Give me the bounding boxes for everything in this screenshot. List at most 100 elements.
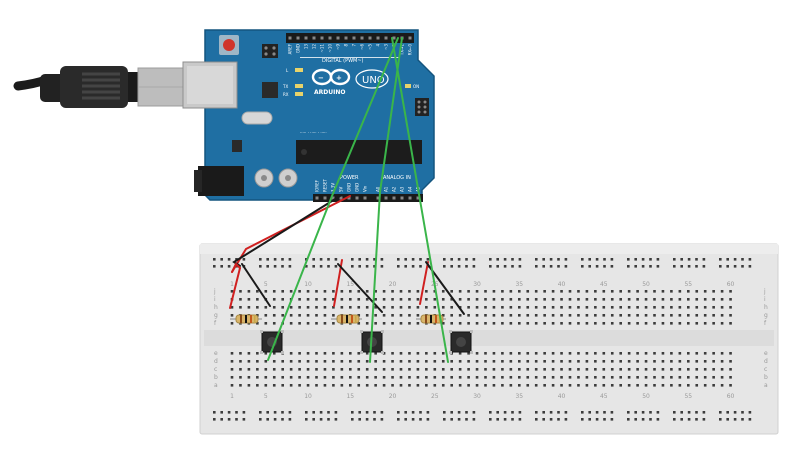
terminal-hole[interactable]	[619, 298, 622, 301]
terminal-hole[interactable]	[602, 360, 606, 363]
rail-hole[interactable]	[365, 411, 369, 414]
rail-hole[interactable]	[380, 411, 384, 414]
terminal-hole[interactable]	[687, 384, 690, 387]
terminal-hole[interactable]	[374, 384, 377, 387]
terminal-hole[interactable]	[526, 368, 530, 371]
terminal-hole[interactable]	[661, 314, 665, 317]
terminal-hole[interactable]	[272, 306, 276, 309]
terminal-hole[interactable]	[247, 368, 251, 371]
terminal-hole[interactable]	[720, 376, 724, 379]
terminal-hole[interactable]	[247, 306, 251, 309]
rail-hole[interactable]	[542, 265, 545, 268]
rail-hole[interactable]	[319, 418, 323, 421]
terminal-hole[interactable]	[450, 306, 453, 309]
terminal-hole[interactable]	[425, 306, 428, 309]
terminal-hole[interactable]	[289, 322, 293, 325]
terminal-hole[interactable]	[670, 384, 673, 387]
terminal-hole[interactable]	[661, 322, 665, 325]
rail-hole[interactable]	[588, 411, 591, 414]
terminal-hole[interactable]	[408, 306, 411, 309]
rail-hole[interactable]	[610, 258, 614, 261]
terminal-hole[interactable]	[357, 290, 361, 293]
terminal-hole[interactable]	[298, 306, 301, 309]
rail-hole[interactable]	[603, 265, 606, 268]
rail-hole[interactable]	[656, 265, 660, 268]
terminal-hole[interactable]	[560, 368, 563, 371]
terminal-hole[interactable]	[568, 314, 572, 317]
rail-hole[interactable]	[719, 418, 722, 421]
terminal-hole[interactable]	[627, 360, 631, 363]
rail-hole[interactable]	[404, 418, 407, 421]
terminal-hole[interactable]	[644, 322, 648, 325]
terminal-hole[interactable]	[433, 352, 437, 355]
rail-hole[interactable]	[489, 258, 492, 261]
terminal-hole[interactable]	[636, 352, 639, 355]
terminal-hole[interactable]	[349, 360, 352, 363]
terminal-hole[interactable]	[408, 384, 411, 387]
terminal-hole[interactable]	[408, 360, 411, 363]
rail-hole[interactable]	[242, 418, 246, 421]
terminal-hole[interactable]	[492, 298, 496, 301]
terminal-hole[interactable]	[399, 314, 403, 317]
terminal-hole[interactable]	[382, 306, 386, 309]
rail-hole[interactable]	[542, 411, 545, 414]
terminal-hole[interactable]	[610, 306, 614, 309]
rail-hole[interactable]	[733, 411, 737, 414]
rail-hole[interactable]	[496, 258, 499, 261]
rail-hole[interactable]	[649, 418, 652, 421]
rail-hole[interactable]	[634, 265, 637, 268]
terminal-hole[interactable]	[484, 322, 487, 325]
terminal-hole[interactable]	[670, 298, 673, 301]
rail-hole[interactable]	[741, 258, 744, 261]
terminal-hole[interactable]	[501, 306, 504, 309]
terminal-hole[interactable]	[720, 384, 724, 387]
rail-hole[interactable]	[595, 258, 599, 261]
rail-hole[interactable]	[610, 411, 614, 414]
terminal-hole[interactable]	[264, 384, 268, 387]
terminal-hole[interactable]	[391, 314, 394, 317]
terminal-hole[interactable]	[509, 314, 513, 317]
terminal-hole[interactable]	[467, 376, 470, 379]
terminal-hole[interactable]	[475, 376, 479, 379]
terminal-hole[interactable]	[484, 360, 487, 363]
rail-hole[interactable]	[702, 418, 706, 421]
rail-hole[interactable]	[281, 411, 284, 414]
button-3[interactable]	[449, 330, 473, 354]
terminal-hole[interactable]	[484, 306, 487, 309]
rail-hole[interactable]	[327, 418, 330, 421]
terminal-hole[interactable]	[475, 322, 479, 325]
rail-hole[interactable]	[373, 265, 376, 268]
rail-hole[interactable]	[457, 411, 461, 414]
terminal-hole[interactable]	[653, 290, 656, 293]
terminal-hole[interactable]	[315, 352, 318, 355]
terminal-hole[interactable]	[332, 376, 335, 379]
terminal-hole[interactable]	[365, 368, 369, 371]
terminal-hole[interactable]	[382, 368, 386, 371]
terminal-hole[interactable]	[306, 384, 310, 387]
terminal-hole[interactable]	[585, 384, 589, 387]
terminal-hole[interactable]	[560, 322, 563, 325]
terminal-hole[interactable]	[729, 322, 732, 325]
terminal-hole[interactable]	[687, 306, 690, 309]
rail-hole[interactable]	[503, 265, 507, 268]
terminal-hole[interactable]	[695, 298, 699, 301]
terminal-hole[interactable]	[594, 314, 597, 317]
terminal-hole[interactable]	[610, 360, 614, 363]
terminal-hole[interactable]	[568, 360, 572, 363]
rail-hole[interactable]	[273, 265, 277, 268]
terminal-hole[interactable]	[644, 352, 648, 355]
rail-hole[interactable]	[319, 265, 323, 268]
terminal-hole[interactable]	[551, 314, 555, 317]
rail-hole[interactable]	[358, 411, 361, 414]
digital-pin-header[interactable]	[286, 33, 414, 43]
rail-hole[interactable]	[465, 265, 468, 268]
terminal-hole[interactable]	[467, 290, 470, 293]
wire-power-rail-link[interactable]	[231, 262, 241, 273]
terminal-hole[interactable]	[239, 360, 242, 363]
terminal-hole[interactable]	[712, 376, 715, 379]
terminal-hole[interactable]	[450, 360, 453, 363]
rail-hole[interactable]	[680, 411, 683, 414]
power-pin-hole[interactable]	[331, 196, 335, 200]
